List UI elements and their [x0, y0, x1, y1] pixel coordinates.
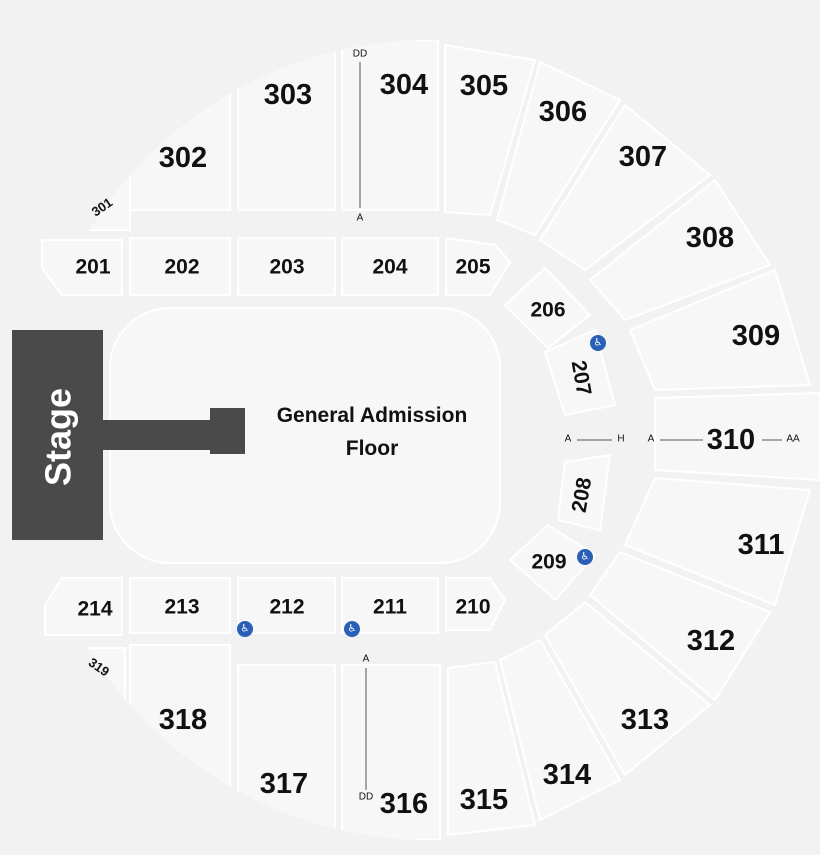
section-306[interactable]: [495, 60, 622, 237]
wheelchair-glyph: ♿: [348, 624, 357, 635]
section-314[interactable]: [498, 638, 622, 822]
section-label-307: 307: [619, 141, 667, 173]
section-label-204: 204: [372, 256, 407, 279]
row-marker-316-a: A: [363, 654, 370, 665]
wheelchair-glyph: ♿: [594, 338, 603, 349]
wheelchair-icon: ♿: [577, 549, 593, 565]
row-marker-207-a: A: [565, 434, 572, 445]
section-label-205: 205: [455, 256, 490, 279]
section-207[interactable]: [543, 328, 617, 417]
section-307[interactable]: [538, 103, 712, 272]
section-label-312: 312: [687, 625, 735, 657]
section-label-213: 213: [164, 596, 199, 619]
floor-label-line2: Floor: [346, 437, 399, 460]
section-label-304: 304: [380, 69, 428, 101]
section-label-309: 309: [732, 320, 780, 352]
stage-thrust: [210, 408, 245, 454]
row-marker-310-aa: AA: [786, 434, 800, 445]
stage-label: Stage: [38, 388, 79, 486]
section-label-318: 318: [159, 704, 207, 736]
section-209[interactable]: [508, 523, 597, 602]
row-marker-304-dd: DD: [353, 49, 367, 60]
wheelchair-icon: ♿: [237, 621, 253, 637]
section-label-305: 305: [460, 70, 508, 102]
stage-runway: [103, 420, 213, 450]
section-309[interactable]: [628, 268, 812, 392]
section-213[interactable]: [129, 577, 231, 634]
section-label-313: 313: [621, 704, 669, 736]
section-212[interactable]: [237, 577, 336, 634]
wheelchair-icon: ♿: [344, 621, 360, 637]
section-204[interactable]: [341, 237, 439, 296]
section-208[interactable]: [556, 453, 612, 532]
section-label-210: 210: [455, 596, 490, 619]
section-201[interactable]: [41, 239, 123, 296]
section-210[interactable]: [445, 577, 507, 631]
section-315[interactable]: [447, 660, 537, 837]
section-label-214: 214: [77, 598, 112, 621]
section-label-308: 308: [686, 222, 734, 254]
row-marker-316-dd: DD: [359, 792, 373, 803]
section-313[interactable]: [543, 600, 712, 777]
section-203[interactable]: [237, 237, 336, 296]
section-304[interactable]: [341, 40, 439, 211]
section-label-310: 310: [707, 424, 755, 456]
section-label-315: 315: [460, 784, 508, 816]
section-label-202: 202: [164, 256, 199, 279]
stage[interactable]: Stage: [12, 330, 245, 540]
row-marker-304-a: A: [357, 213, 364, 224]
section-205[interactable]: [445, 236, 512, 296]
section-310[interactable]: [654, 391, 820, 482]
section-label-302: 302: [159, 142, 207, 174]
section-label-203: 203: [269, 256, 304, 279]
row-marker-207-h: H: [617, 434, 624, 445]
section-206[interactable]: [503, 266, 592, 350]
section-label-316: 316: [380, 788, 428, 820]
section-label-209: 209: [531, 551, 566, 574]
section-label-314: 314: [543, 759, 591, 791]
section-label-201: 201: [75, 256, 110, 279]
section-202[interactable]: [129, 237, 231, 296]
section-311[interactable]: [623, 476, 812, 607]
section-label-206: 206: [530, 299, 565, 322]
section-label-306: 306: [539, 96, 587, 128]
stage-block: [12, 330, 103, 540]
section-label-212: 212: [269, 596, 304, 619]
section-308[interactable]: [588, 178, 772, 322]
section-214[interactable]: [44, 577, 123, 636]
wheelchair-icon: ♿: [590, 335, 606, 351]
row-marker-310-a: A: [648, 434, 655, 445]
section-label-303: 303: [264, 79, 312, 111]
section-305[interactable]: [444, 43, 537, 217]
wheelchair-glyph: ♿: [581, 552, 590, 563]
wheelchair-glyph: ♿: [241, 624, 250, 635]
section-label-311: 311: [738, 529, 785, 561]
section-312[interactable]: [588, 550, 772, 702]
section-label-317: 317: [260, 768, 308, 800]
floor-label-line1: General Admission: [277, 404, 468, 427]
section-label-211: 211: [373, 596, 407, 619]
